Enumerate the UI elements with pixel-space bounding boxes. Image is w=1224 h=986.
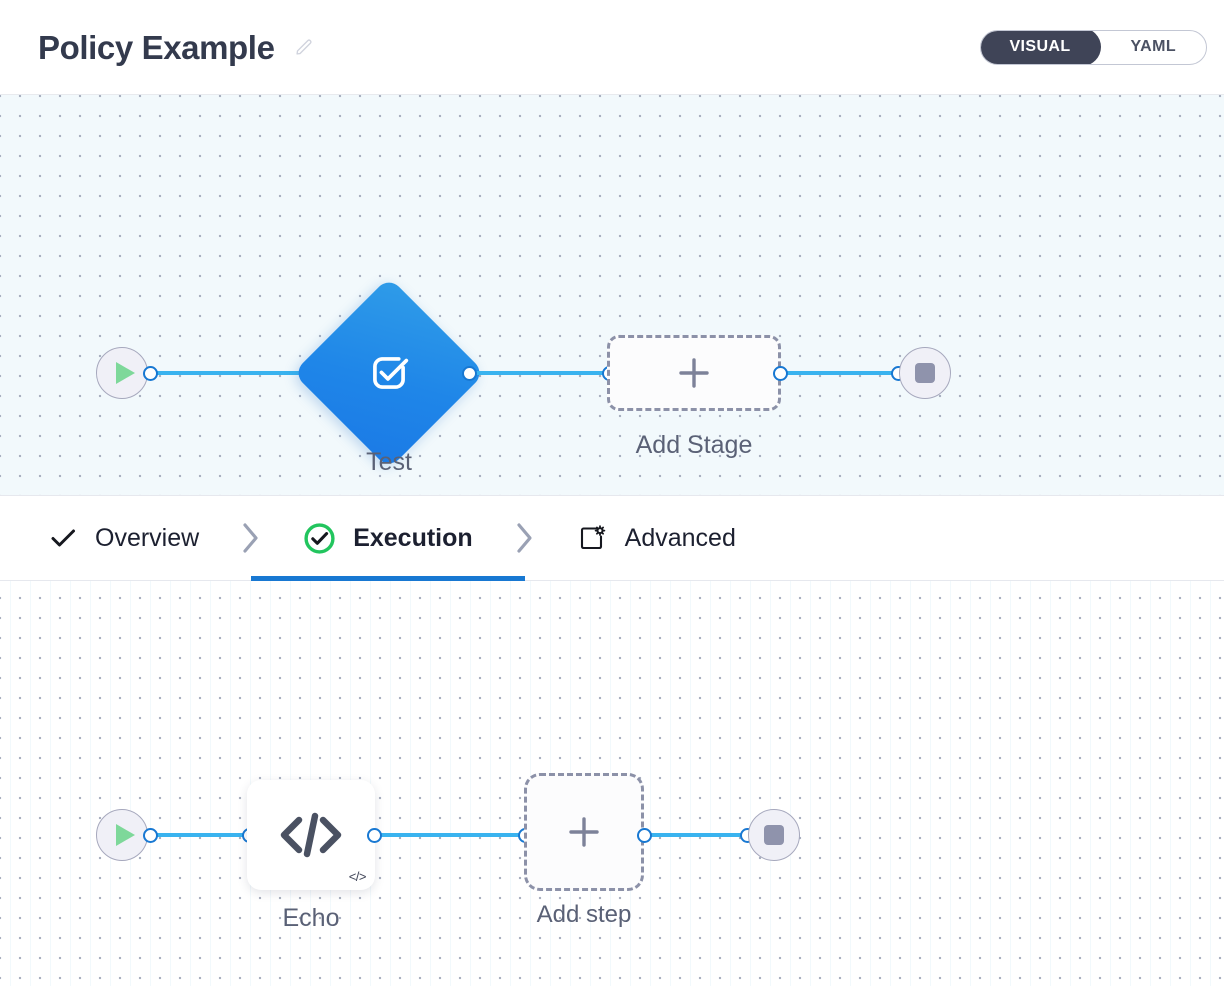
stop-icon bbox=[915, 363, 935, 383]
edge-start-to-echo bbox=[150, 833, 255, 837]
add-step-label: Add step bbox=[536, 901, 632, 928]
title-group: Policy Example bbox=[38, 31, 315, 64]
page-title: Policy Example bbox=[38, 28, 275, 66]
step-start-node[interactable] bbox=[96, 809, 148, 861]
pencil-icon[interactable] bbox=[293, 36, 315, 58]
step-end-node[interactable] bbox=[748, 809, 800, 861]
stop-icon bbox=[764, 825, 784, 845]
mode-toggle-yaml[interactable]: YAML bbox=[1101, 31, 1206, 64]
section-tabs[interactable]: Overview Execution Advanc bbox=[0, 495, 1224, 581]
step-node-echo[interactable]: </> bbox=[247, 780, 375, 890]
port-addstep-out[interactable] bbox=[637, 828, 652, 843]
add-stage-box[interactable] bbox=[607, 335, 781, 411]
play-icon bbox=[115, 362, 135, 384]
stage-node-test-label: Test bbox=[366, 448, 412, 476]
page-header: Policy Example VISUAL YAML bbox=[0, 0, 1224, 95]
plus-icon bbox=[679, 358, 709, 388]
chevron-right-icon bbox=[243, 523, 258, 553]
window-gear-icon bbox=[580, 524, 605, 549]
port-start-out[interactable] bbox=[143, 366, 158, 381]
port-addstage-out[interactable] bbox=[773, 366, 788, 381]
edge-test-to-addstage bbox=[468, 371, 616, 375]
step-node-echo-label: Echo bbox=[282, 904, 340, 932]
start-circle[interactable] bbox=[96, 347, 148, 399]
edge-addstage-to-end bbox=[780, 371, 905, 375]
tab-execution[interactable]: Execution bbox=[251, 495, 526, 581]
port-test-out[interactable] bbox=[462, 366, 477, 381]
start-circle[interactable] bbox=[96, 809, 148, 861]
play-icon bbox=[115, 824, 135, 846]
add-step-node[interactable] bbox=[524, 773, 644, 891]
tab-overview-label: Overview bbox=[95, 523, 200, 552]
add-step-box[interactable] bbox=[524, 773, 644, 891]
step-type-badge: </> bbox=[348, 869, 367, 884]
tab-separator-1 bbox=[203, 495, 299, 581]
add-stage-label: Add Stage bbox=[635, 431, 753, 459]
end-circle[interactable] bbox=[899, 347, 951, 399]
stage-diamond[interactable] bbox=[292, 276, 486, 470]
stage-end-node[interactable] bbox=[899, 347, 951, 399]
check-icon bbox=[51, 529, 75, 547]
port-echo-out[interactable] bbox=[367, 828, 382, 843]
stage-node-test[interactable] bbox=[292, 276, 486, 470]
tab-separator-2 bbox=[477, 495, 573, 581]
plus-icon bbox=[569, 817, 599, 847]
tab-execution-label: Execution bbox=[353, 523, 473, 552]
chevron-right-icon bbox=[517, 523, 532, 553]
edge-addstep-to-end bbox=[644, 833, 756, 837]
stage-canvas[interactable]: Test Add Stage bbox=[0, 95, 1224, 495]
edge-echo-to-addstep bbox=[373, 833, 523, 837]
mode-toggle-visual[interactable]: VISUAL bbox=[980, 30, 1101, 64]
tab-advanced-label: Advanced bbox=[624, 523, 736, 552]
tab-advanced[interactable]: Advanced bbox=[573, 495, 740, 581]
mode-toggle[interactable]: VISUAL YAML bbox=[979, 29, 1207, 65]
check-circle-icon bbox=[304, 522, 335, 554]
stage-start-node[interactable] bbox=[96, 347, 148, 399]
port-start-out[interactable] bbox=[143, 828, 158, 843]
code-icon bbox=[280, 812, 342, 858]
end-circle[interactable] bbox=[748, 809, 800, 861]
tab-overview[interactable]: Overview bbox=[44, 495, 203, 581]
check-square-icon bbox=[373, 357, 409, 389]
step-card-echo[interactable]: </> bbox=[247, 780, 375, 890]
step-canvas[interactable]: </> Echo Add step bbox=[0, 581, 1224, 986]
add-stage-node[interactable] bbox=[607, 335, 781, 411]
edge-start-to-test bbox=[150, 371, 315, 375]
